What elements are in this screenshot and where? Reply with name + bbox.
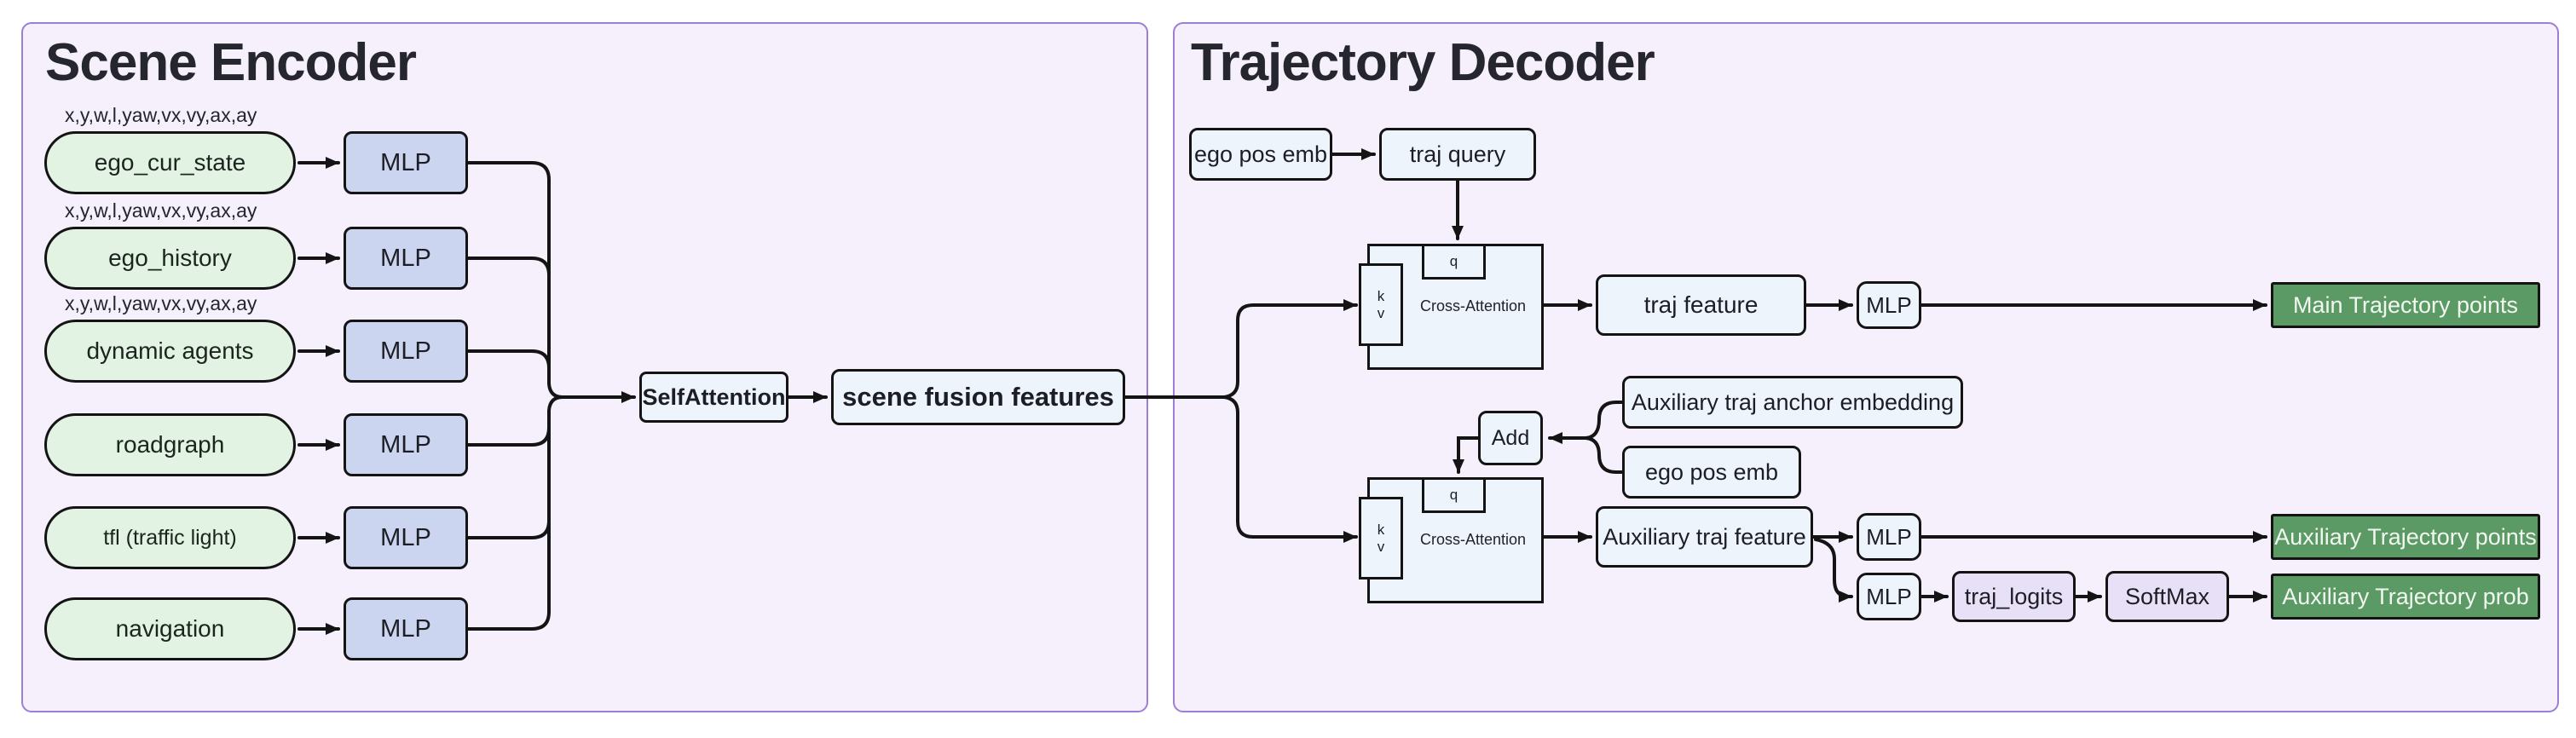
node-aux-trajectory-points: Auxiliary Trajectory points [2271,514,2540,560]
node-traj-logits: traj_logits [1952,571,2076,622]
node-mlp-5: MLP [344,506,468,569]
wire-mlp3-bus [466,349,551,370]
v-label: v [1377,304,1385,321]
node-mlp-aux-points: MLP [1857,513,1921,561]
cross-attention-1-q: q [1422,244,1486,280]
cross-attention-2-q: q [1422,477,1486,513]
node-aux-anchor-embedding: Auxiliary traj anchor embedding [1622,376,1963,429]
node-self-attention: SelfAttention [639,372,788,423]
node-aux-traj-feature: Auxiliary traj feature [1596,506,1813,568]
state-fields-label: x,y,w,l,yaw,vx,vy,ax,ay [65,104,257,126]
wire-anchor-add [1584,401,1624,440]
k-label: k [1377,521,1385,538]
cross-attention-1-kv: k v [1359,263,1403,346]
node-mlp-main: MLP [1857,281,1921,329]
node-aux-trajectory-prob: Auxiliary Trajectory prob [2271,574,2540,620]
node-ego-cur-state: ego_cur_state [44,131,296,194]
node-navigation: navigation [44,597,296,660]
node-traj-query: traj query [1379,128,1536,181]
node-dynamic-agents: dynamic agents [44,320,296,383]
node-mlp-1: MLP [344,131,468,194]
wire-mlp1-bus [466,161,551,182]
wire-bus-pinch [547,382,564,412]
scene-encoder-title: Scene Encoder [45,33,417,92]
arrow-auxfeature-mlp-b [1814,538,1853,603]
node-roadgraph: roadgraph [44,413,296,476]
cross-attention-2-kv: k v [1359,497,1403,579]
arrow-add-q2 [1453,436,1480,474]
node-softmax: SoftMax [2105,571,2229,622]
k-label: k [1377,287,1385,304]
state-fields-label: x,y,w,l,yaw,vx,vy,ax,ay [65,292,257,314]
node-ego-pos-emb: ego pos emb [1189,128,1332,181]
state-fields-label: x,y,w,l,yaw,vx,vy,ax,ay [65,199,257,222]
wire-mlp2-bus [466,257,551,277]
arrow-fusion-kv1 [1222,299,1358,399]
wire-mlp5-bus [466,519,551,539]
node-scene-fusion-features: scene fusion features [831,369,1125,425]
node-ego-pos-emb-2: ego pos emb [1622,446,1801,499]
node-add: Add [1478,411,1543,465]
node-mlp-6: MLP [344,597,468,660]
node-tfl: tfl (traffic light) [44,506,296,569]
node-main-trajectory-points: Main Trajectory points [2271,282,2540,328]
cross-attention-1-label: Cross-Attention [1419,297,1527,314]
node-mlp-aux-prob: MLP [1857,573,1921,620]
cross-attention-2-label: Cross-Attention [1419,530,1527,548]
arrow-fusion-kv2 [1222,395,1358,543]
node-mlp-2: MLP [344,227,468,290]
node-mlp-3: MLP [344,320,468,383]
v-label: v [1377,538,1385,555]
node-ego-history: ego_history [44,227,296,290]
node-traj-feature: traj feature [1596,274,1806,336]
node-mlp-4: MLP [344,413,468,476]
wire-mlp4-bus [466,426,551,447]
trajectory-decoder-title: Trajectory Decoder [1191,33,1655,92]
wire-mlp6-bus [466,610,551,631]
wire-egoposemb2-add [1584,436,1624,474]
